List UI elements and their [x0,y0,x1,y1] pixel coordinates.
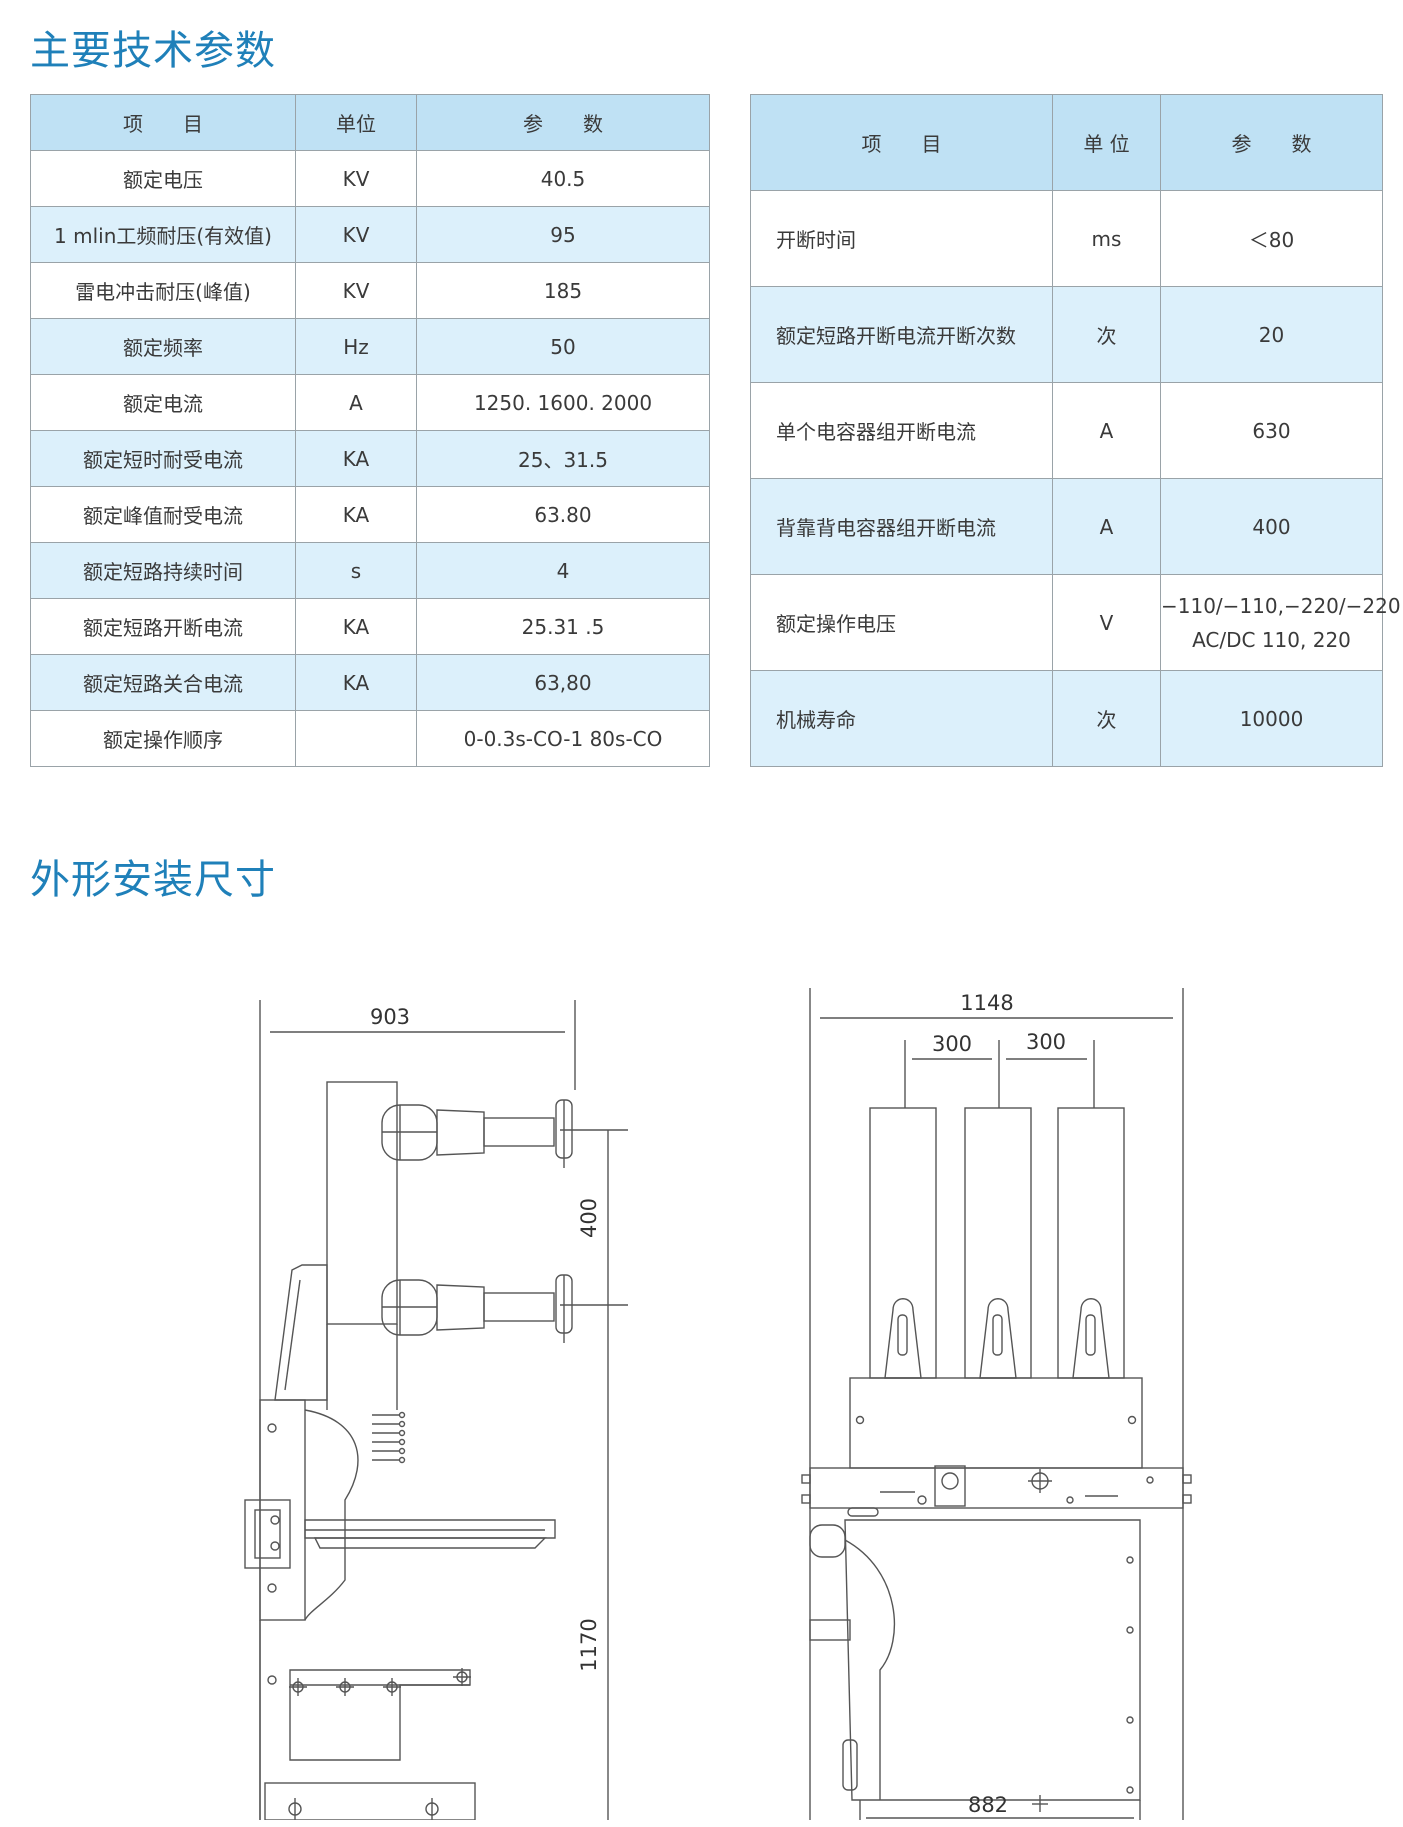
cell-item: 额定短路开断电流开断次数 [750,286,1053,383]
header-value: 参 数 [416,94,710,151]
dim-front-base: 882 [968,1793,1008,1817]
cell-value: 95 [416,206,710,263]
cell-item: 额定操作电压 [750,574,1053,671]
cell-unit: KV [295,150,417,207]
dim-side-width: 903 [370,1005,410,1029]
installation-drawings: 903 400 1170 1148 300 300 882 [244,988,1192,1820]
section-title-specs: 主要技术参数 [30,28,276,74]
cell-unit: V [1052,574,1161,671]
cell-unit: ms [1052,190,1161,287]
cell-value: 40.5 [416,150,710,207]
cell-value: 4 [416,542,710,599]
cell-item: 额定峰值耐受电流 [30,486,296,543]
cell-item: 单个电容器组开断电流 [750,382,1053,479]
cell-item: 1 mlin工频耐压(有效值) [30,206,296,263]
cell-unit: s [295,542,417,599]
cell-value: 1250. 1600. 2000 [416,374,710,431]
cell-value: 400 [1160,478,1383,575]
section-title-dimensions: 外形安装尺寸 [30,857,276,903]
cell-item: 额定操作顺序 [30,710,296,767]
header-item: 项 目 [750,94,1053,191]
cell-unit: KA [295,654,417,711]
cell-value: 0-0.3s-CO-1 80s-CO [416,710,710,767]
value-line-2: AC/DC 110, 220 [1192,627,1351,652]
cell-item: 机械寿命 [750,670,1053,767]
cell-item: 额定短路开断电流 [30,598,296,655]
value-line-1: −110/−110,−220/−220 [1161,593,1401,618]
cell-unit: KV [295,206,417,263]
cell-value: 185 [416,262,710,319]
cell-value: 63.80 [416,486,710,543]
cell-item: 额定短路持续时间 [30,542,296,599]
cell-unit: 次 [1052,286,1161,383]
cell-value: 25.31 .5 [416,598,710,655]
cell-item: 背靠背电容器组开断电流 [750,478,1053,575]
dim-pole-spacing-1: 300 [932,1032,972,1056]
cell-unit: A [295,374,417,431]
cell-unit: KV [295,262,417,319]
cell-unit: A [1052,478,1161,575]
header-value: 参 数 [1160,94,1383,191]
cell-item: 开断时间 [750,190,1053,287]
cell-value: 20 [1160,286,1383,383]
header-unit: 单 位 [1052,94,1161,191]
cell-unit: 次 [1052,670,1161,767]
cell-item: 额定短时耐受电流 [30,430,296,487]
cell-unit: KA [295,598,417,655]
cell-value: 25、31.5 [416,430,710,487]
cell-value: ＜80 [1160,190,1383,287]
cell-value: 630 [1160,382,1383,479]
cell-unit: A [1052,382,1161,479]
dim-pole-spacing-2: 300 [1026,1030,1066,1054]
dim-front-width: 1148 [960,991,1013,1015]
dim-side-upper: 400 [577,1198,601,1238]
cell-value: 50 [416,318,710,375]
header-unit: 单位 [295,94,417,151]
cell-item: 额定频率 [30,318,296,375]
cell-unit: KA [295,486,417,543]
cell-item: 额定电压 [30,150,296,207]
cell-item: 额定短路关合电流 [30,654,296,711]
table-row: 额定操作顺序 0-0.3s-CO-1 80s-CO [30,710,710,767]
cell-unit [295,710,417,767]
cell-value: 63,80 [416,654,710,711]
cell-unit: KA [295,430,417,487]
cell-unit: Hz [295,318,417,375]
table-header-row: 项 目 单位 参 数 [30,94,710,151]
side-view-drawing [244,1000,628,1820]
cell-item: 雷电冲击耐压(峰值) [30,262,296,319]
cell-item: 额定电流 [30,374,296,431]
table-header-row: 项 目 单 位 参 数 [750,94,1383,191]
cell-value: 10000 [1160,670,1383,767]
header-item: 项 目 [30,94,296,151]
dim-side-lower: 1170 [577,1618,601,1671]
front-view-drawing [801,988,1192,1820]
